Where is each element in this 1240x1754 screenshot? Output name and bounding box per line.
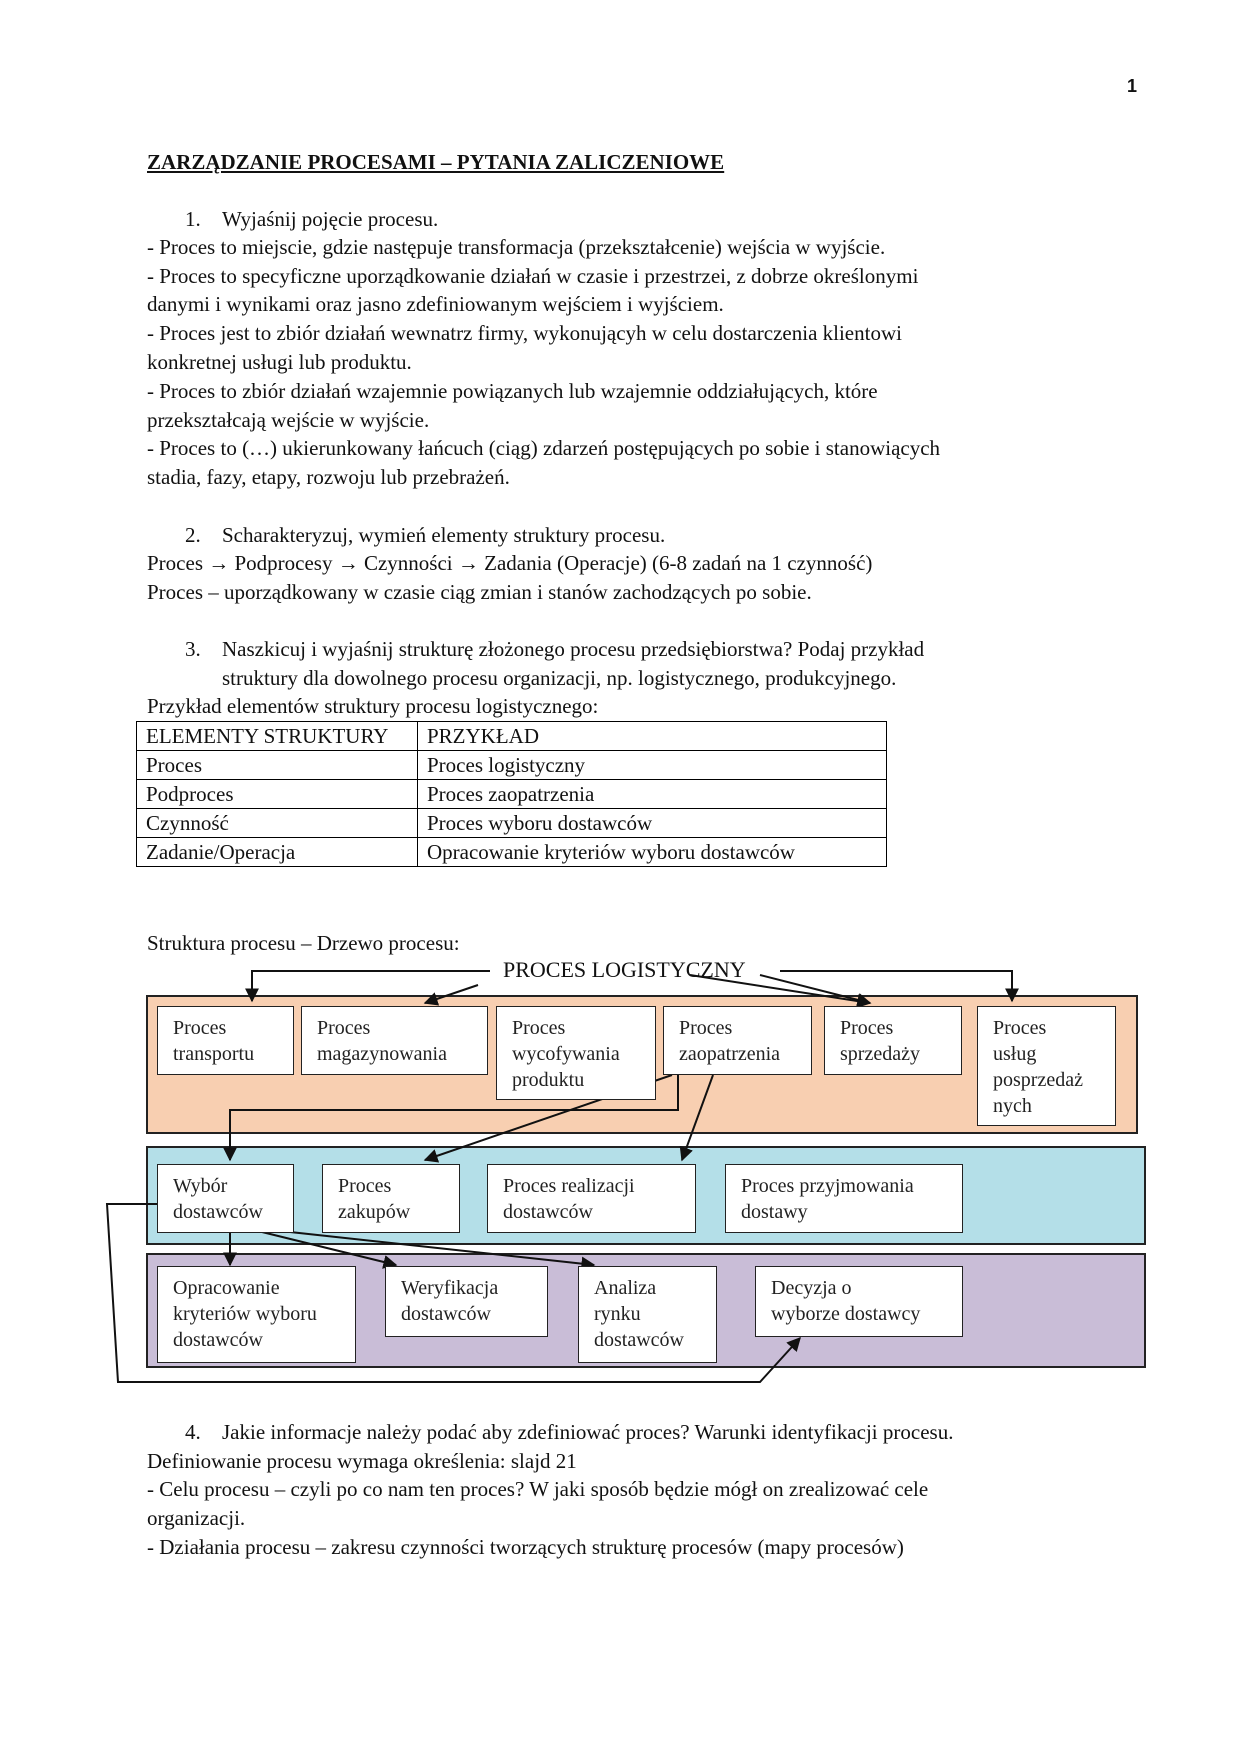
node-line: rynku: [594, 1303, 641, 1325]
q2-line: Proces → Podprocesy → Czynności → Zadani…: [147, 551, 873, 575]
q3-question-line: struktury dla dowolnego procesu organiza…: [222, 666, 897, 690]
diagram-root-label: PROCES LOGISTYCZNY: [503, 957, 746, 982]
node-line: Proces: [840, 1017, 894, 1039]
node-line: nych: [993, 1095, 1032, 1117]
node-line: zaopatrzenia: [679, 1043, 781, 1065]
node-proces-sprzedazy: Proces sprzedaży: [824, 1006, 962, 1075]
node-line: Opracowanie: [173, 1277, 280, 1299]
node-line: magazynowania: [317, 1043, 447, 1065]
node-line: usług: [993, 1043, 1037, 1065]
q4-line: Definiowanie procesu wymaga określenia: …: [147, 1449, 577, 1473]
structure-table: ELEMENTY STRUKTURY PRZYKŁAD Proces Proce…: [136, 721, 887, 867]
table-cell: Podproces: [136, 779, 418, 809]
node-line: Proces realizacji: [503, 1175, 635, 1197]
q1-line: przekształcają wejście w wyjście.: [147, 408, 430, 432]
node-proces-zakupow: Proces zakupów: [322, 1164, 460, 1233]
page-title: ZARZĄDZANIE PROCESAMI – PYTANIA ZALICZEN…: [147, 150, 725, 174]
table-cell: Proces: [136, 750, 418, 780]
q2-line: Proces – uporządkowany w czasie ciąg zmi…: [147, 580, 812, 604]
q4-line: organizacji.: [147, 1506, 246, 1530]
table-cell: Proces zaopatrzenia: [417, 779, 887, 809]
node-analiza-rynku-dostawcow: Analiza rynku dostawców: [578, 1266, 717, 1363]
node-line: Proces: [338, 1175, 392, 1197]
connector-arrows: [105, 970, 1019, 1383]
node-proces-realizacji-dostawcow: Proces realizacji dostawców: [487, 1164, 696, 1233]
q4-line: - Celu procesu – czyli po co nam ten pro…: [147, 1477, 929, 1501]
node-proces-uslug-posprzedaznych: Proces usług posprzedaż nych: [977, 1006, 1116, 1126]
table-cell: Opracowanie kryteriów wyboru dostawców: [417, 837, 887, 867]
node-line: Proces: [512, 1017, 566, 1039]
table-row: Podproces Proces zaopatrzenia: [136, 779, 887, 809]
table-cell: Zadanie/Operacja: [136, 837, 418, 867]
table-row: Proces Proces logistyczny: [136, 750, 887, 780]
node-line: Proces: [993, 1017, 1047, 1039]
node-line: Proces: [317, 1017, 371, 1039]
q1-line: - Proces to zbiór działań wzajemnie powi…: [147, 379, 878, 403]
table-cell: Czynność: [136, 808, 418, 838]
node-line: zakupów: [338, 1201, 411, 1223]
node-line: Wybór: [173, 1175, 228, 1197]
q2-number: 2.: [185, 523, 201, 547]
q1-question: Wyjaśnij pojęcie procesu.: [222, 207, 439, 231]
node-line: Weryfikacja: [401, 1277, 499, 1299]
node-opracowanie-kryteriow: Opracowanie kryteriów wyboru dostawców: [157, 1266, 356, 1363]
node-proces-zaopatrzenia: Proces zaopatrzenia: [663, 1006, 812, 1075]
node-line: Decyzja o: [771, 1277, 852, 1299]
node-line: dostawców: [503, 1201, 593, 1223]
node-line: sprzedaży: [840, 1043, 920, 1065]
node-decyzja-o-wyborze: Decyzja o wyborze dostawcy: [755, 1266, 963, 1337]
node-line: dostawców: [401, 1303, 491, 1325]
table-header-cell: ELEMENTY STRUKTURY: [136, 721, 418, 751]
q1-line: konkretnej usługi lub produktu.: [147, 350, 412, 374]
node-proces-transportu: Proces transportu: [157, 1006, 294, 1075]
q2-question: Scharakteryzuj, wymień elementy struktur…: [222, 523, 666, 547]
node-line: wyborze dostawcy: [771, 1303, 921, 1325]
q1-line: danymi i wynikami oraz jasno zdefiniowan…: [147, 292, 724, 316]
node-line: posprzedaż: [993, 1069, 1083, 1091]
q3-number: 3.: [185, 637, 201, 661]
table-intro: Przykład elementów struktury procesu log…: [147, 694, 599, 718]
q1-line: - Proces to specyficzne uporządkowanie d…: [147, 264, 919, 288]
q1-line: - Proces jest to zbiór działań wewnatrz …: [147, 321, 902, 345]
node-proces-przyjmowania-dostawy: Proces przyjmowania dostawy: [725, 1164, 963, 1233]
node-proces-wycofywania-produktu: Proces wycofywania produktu: [496, 1006, 656, 1100]
node-line: Proces: [679, 1017, 733, 1039]
node-line: dostawców: [173, 1329, 263, 1351]
page-number: 1: [1127, 76, 1138, 96]
node-weryfikacja-dostawcow: Weryfikacja dostawców: [385, 1266, 548, 1337]
q1-number: 1.: [185, 207, 201, 231]
node-line: wycofywania: [512, 1043, 620, 1065]
node-proces-magazynowania: Proces magazynowania: [301, 1006, 488, 1075]
node-line: dostawców: [594, 1329, 684, 1351]
node-line: dostawy: [741, 1201, 808, 1223]
q1-line: stadia, fazy, etapy, rozwoju lub przebra…: [147, 465, 510, 489]
node-line: kryteriów wyboru: [173, 1303, 317, 1325]
node-line: transportu: [173, 1043, 255, 1065]
q1-line: - Proces to miejscie, gdzie następuje tr…: [147, 235, 886, 259]
node-line: Proces przyjmowania: [741, 1175, 914, 1197]
node-line: produktu: [512, 1069, 585, 1091]
q4-question: Jakie informacje należy podać aby zdefin…: [222, 1420, 954, 1444]
q3-question-line: Naszkicuj i wyjaśnij strukturę złożonego…: [222, 637, 925, 661]
node-line: Analiza: [594, 1277, 657, 1299]
table-row: Zadanie/Operacja Opracowanie kryteriów w…: [136, 837, 887, 867]
q1-line: - Proces to (…) ukierunkowany łańcuch (c…: [147, 436, 941, 460]
node-line: dostawców: [173, 1201, 263, 1223]
tree-intro: Struktura procesu – Drzewo procesu:: [147, 931, 460, 955]
table-header-row: ELEMENTY STRUKTURY PRZYKŁAD: [136, 721, 887, 751]
q4-number: 4.: [185, 1420, 201, 1444]
q4-line: - Działania procesu – zakresu czynności …: [147, 1535, 904, 1559]
table-header-cell: PRZYKŁAD: [417, 721, 887, 751]
node-wybor-dostawcow: Wybór dostawców: [157, 1164, 294, 1233]
node-line: Proces: [173, 1017, 227, 1039]
